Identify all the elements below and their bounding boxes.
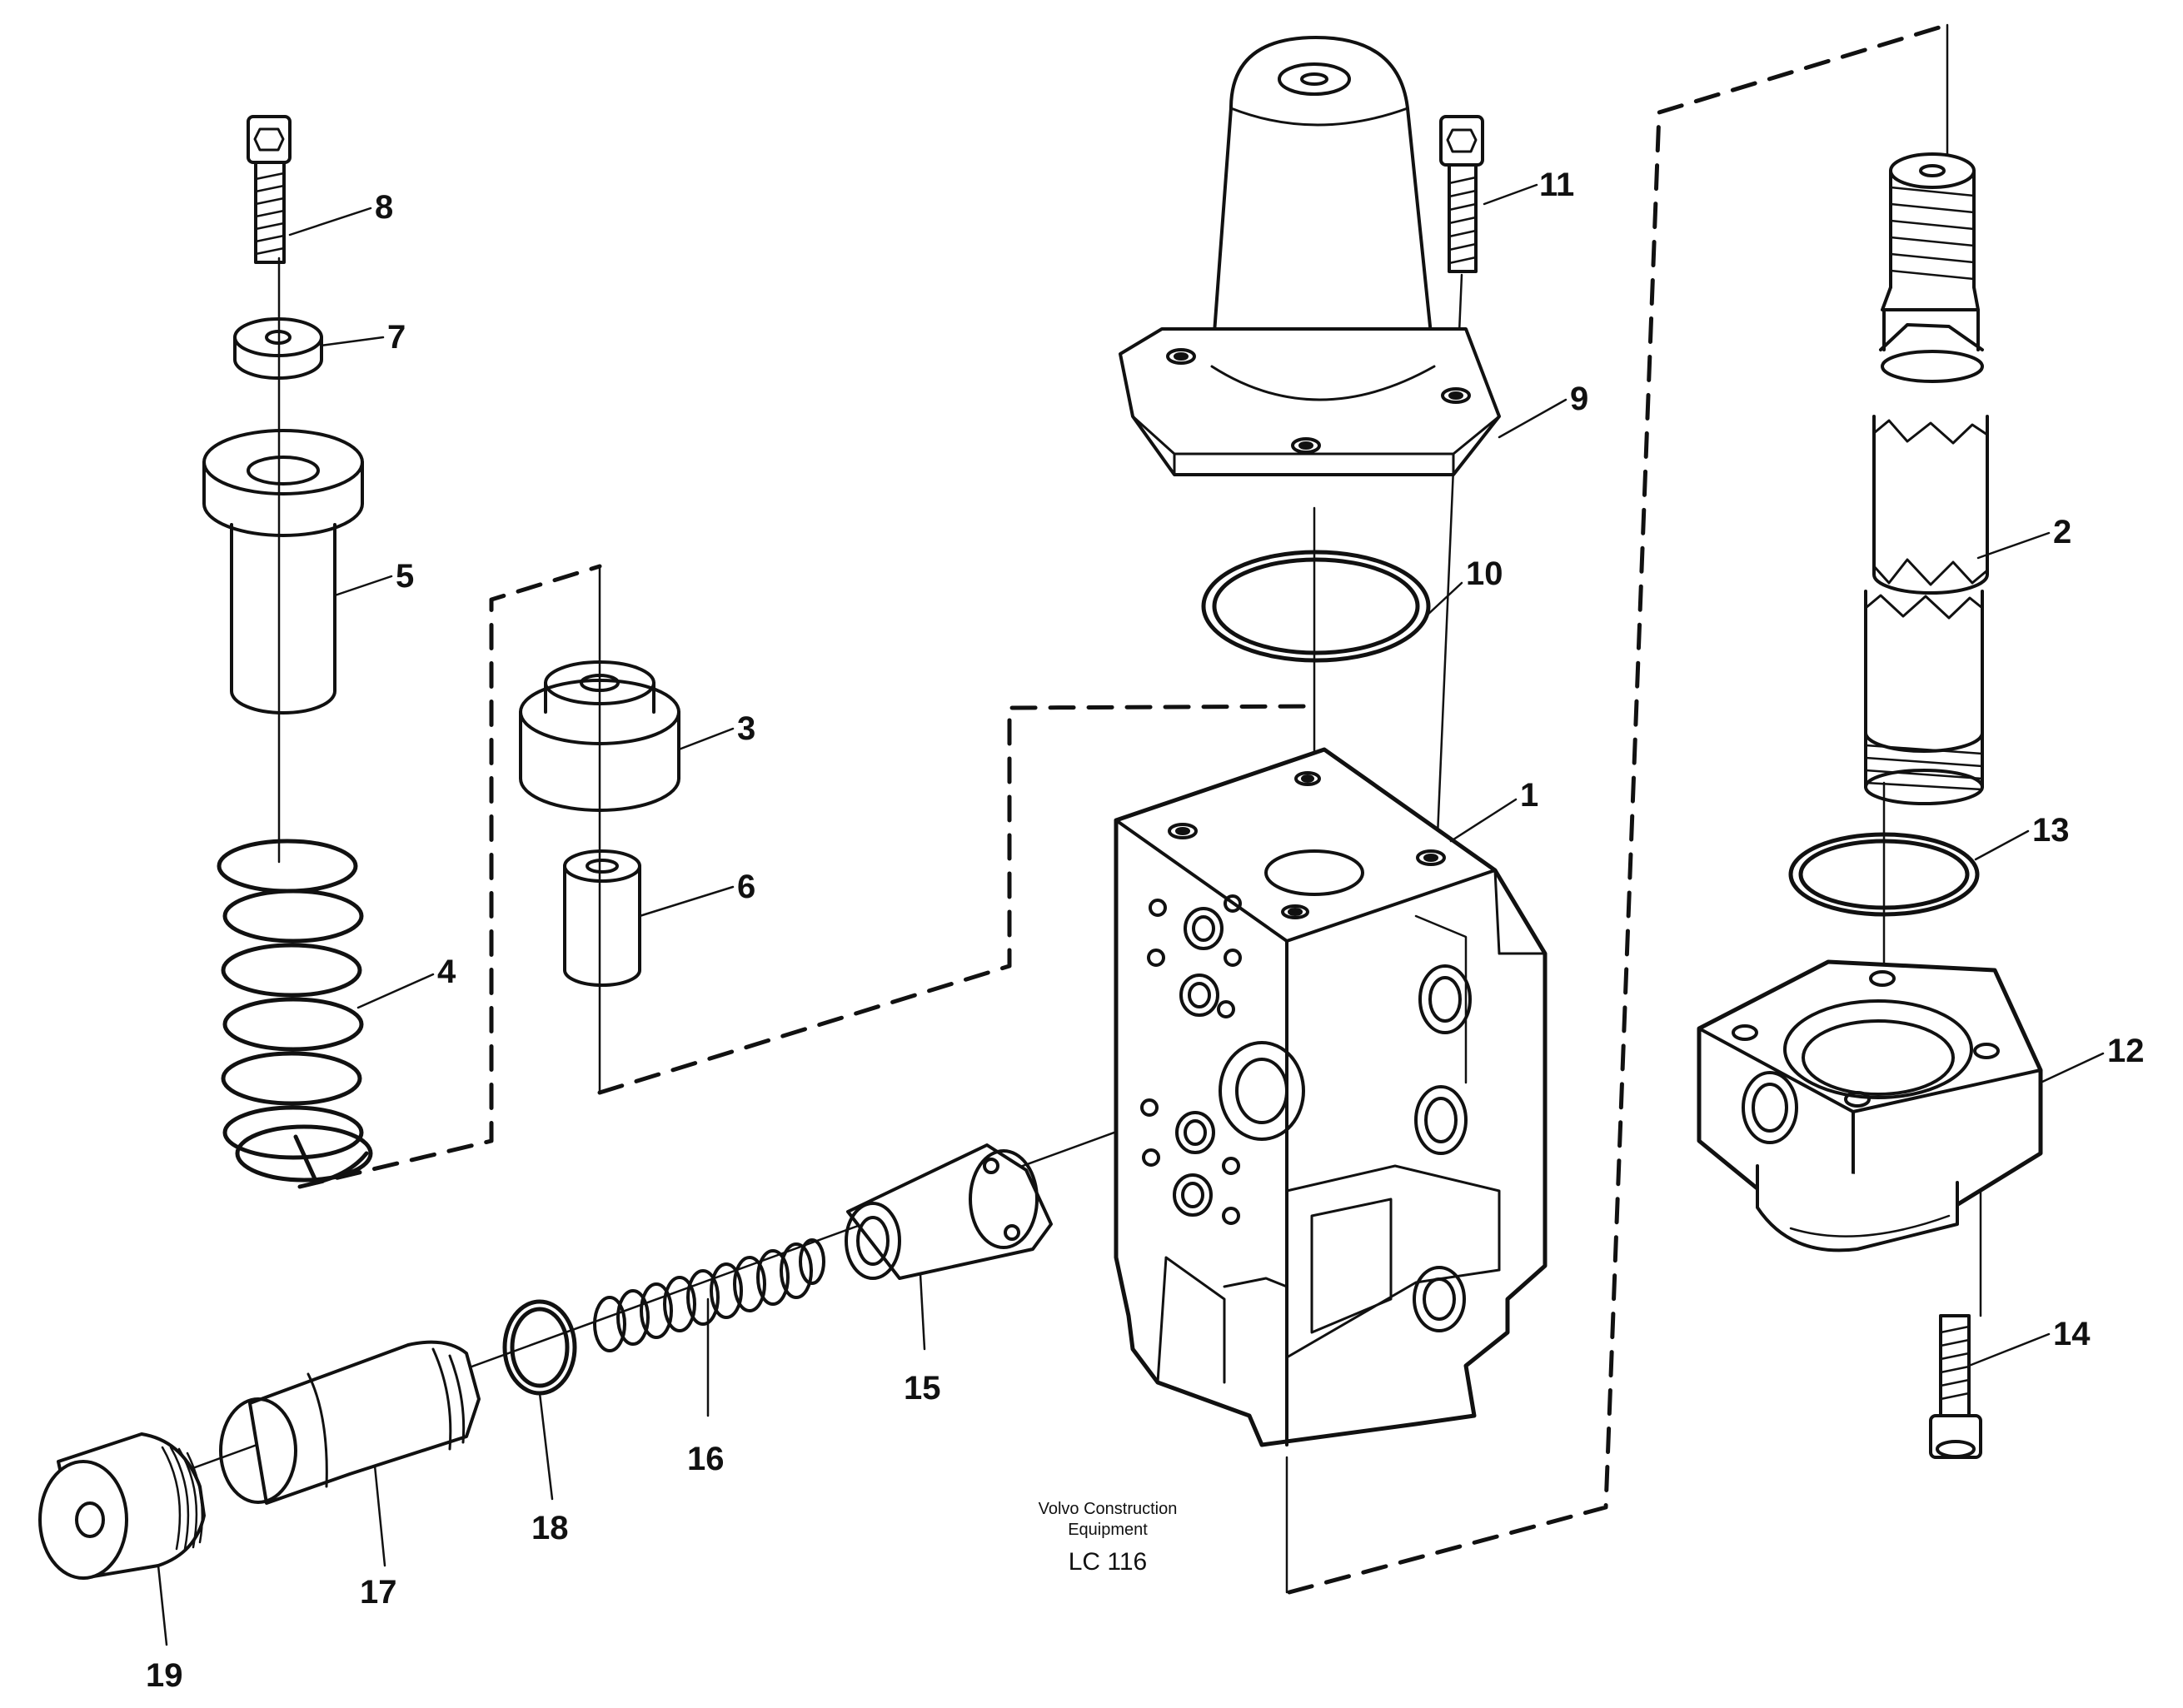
part-6-bushing <box>563 849 641 987</box>
part-9-housing-cap <box>1119 36 1501 476</box>
part-8-cap-screw <box>247 115 292 264</box>
part-12-adaptor-flange <box>1697 959 2043 1252</box>
callout-3: 3 <box>737 710 755 747</box>
part-2-threaded-spool <box>1864 152 1989 805</box>
part-4-large-spring <box>217 839 373 1185</box>
callout-17: 17 <box>360 1574 397 1611</box>
part-19-plug <box>38 1432 206 1580</box>
drawing-code: LC 116 <box>1069 1548 1148 1576</box>
callout-13: 13 <box>2032 812 2070 849</box>
part-5-sleeve <box>202 429 364 715</box>
callout-4: 4 <box>437 954 456 990</box>
callout-10: 10 <box>1466 555 1503 592</box>
callout-12: 12 <box>2107 1033 2145 1069</box>
part-18-o-ring <box>502 1299 577 1396</box>
part-17-piston <box>219 1340 481 1505</box>
part-10-o-ring <box>1201 550 1431 663</box>
callout-18: 18 <box>531 1510 569 1546</box>
callout-11: 11 <box>1539 167 1574 203</box>
callout-labels: 1 2 3 4 5 6 7 8 9 10 11 12 13 14 15 16 1… <box>146 167 2145 1694</box>
callout-7: 7 <box>387 319 406 356</box>
leader-lines <box>157 183 2105 1646</box>
callout-9: 9 <box>1570 381 1588 417</box>
part-15-piston-sleeve <box>845 1143 1053 1280</box>
caption-line-2: Equipment <box>1068 1521 1148 1539</box>
callout-1: 1 <box>1520 777 1538 814</box>
part-16-small-spring <box>593 1238 825 1352</box>
callout-5: 5 <box>396 558 414 595</box>
part-3-spring-seat <box>519 660 680 812</box>
callout-15: 15 <box>904 1370 941 1407</box>
callout-6: 6 <box>737 869 755 905</box>
part-1-valve-body <box>1114 747 1548 1447</box>
callout-8: 8 <box>375 189 393 226</box>
callout-19: 19 <box>146 1657 183 1694</box>
part-14-cap-screw <box>1929 1314 1982 1459</box>
caption-block: Volvo Construction Equipment LC 116 <box>1039 1500 1178 1576</box>
part-11-cap-screw <box>1439 115 1484 273</box>
part-7-washer <box>233 317 323 380</box>
callout-16: 16 <box>687 1441 725 1477</box>
callout-2: 2 <box>2053 514 2071 550</box>
callout-14: 14 <box>2053 1316 2091 1352</box>
assembly-dashed-lines <box>297 22 1950 1595</box>
part-13-o-ring <box>1788 832 1980 917</box>
caption-line-1: Volvo Construction <box>1039 1500 1178 1518</box>
